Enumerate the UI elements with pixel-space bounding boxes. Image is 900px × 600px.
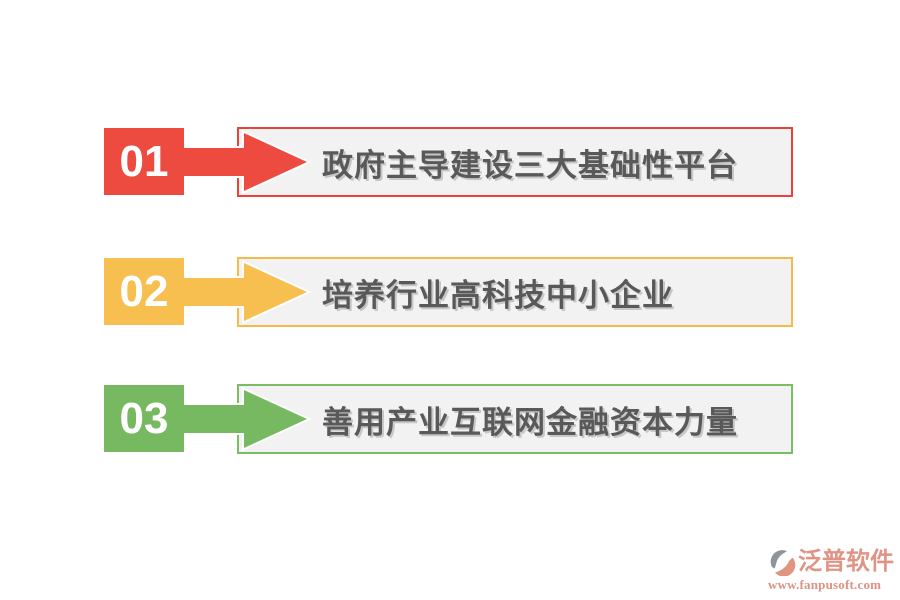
step-number-box-1: 01 [104,128,184,195]
step-number-2: 02 [119,266,169,316]
step-row-3: 03 善用产业互联网金融资本力量 [0,384,900,454]
fanpu-logo-icon [770,550,796,576]
website-url: www.fanpusoft.com [768,577,882,592]
step-textbox-1: 政府主导建设三大基础性平台 [237,127,793,197]
step-textbox-3: 善用产业互联网金融资本力量 [237,384,793,454]
step-label-2: 培养行业高科技中小企业 [322,277,674,313]
step-textbox-2: 培养行业高科技中小企业 [237,257,793,327]
step-row-1: 01 政府主导建设三大基础性平台 [0,127,900,197]
step-label-1: 政府主导建设三大基础性平台 [322,147,738,183]
arrow-right-icon [176,386,312,452]
step-number-box-2: 02 [104,258,184,325]
step-number-box-3: 03 [104,385,184,452]
watermark-brand-row: 泛普软件 [768,548,900,576]
step-label-3: 善用产业互联网金融资本力量 [322,404,738,440]
arrow-right-icon [176,259,312,325]
brand-name: 泛普软件 [798,548,894,575]
step-number-1: 01 [119,136,169,186]
step-row-2: 02 培养行业高科技中小企业 [0,257,900,327]
fanpu-watermark: 泛普软件 www.fanpusoft.com [768,548,900,593]
arrow-right-icon [176,129,312,195]
step-number-3: 03 [119,393,169,443]
